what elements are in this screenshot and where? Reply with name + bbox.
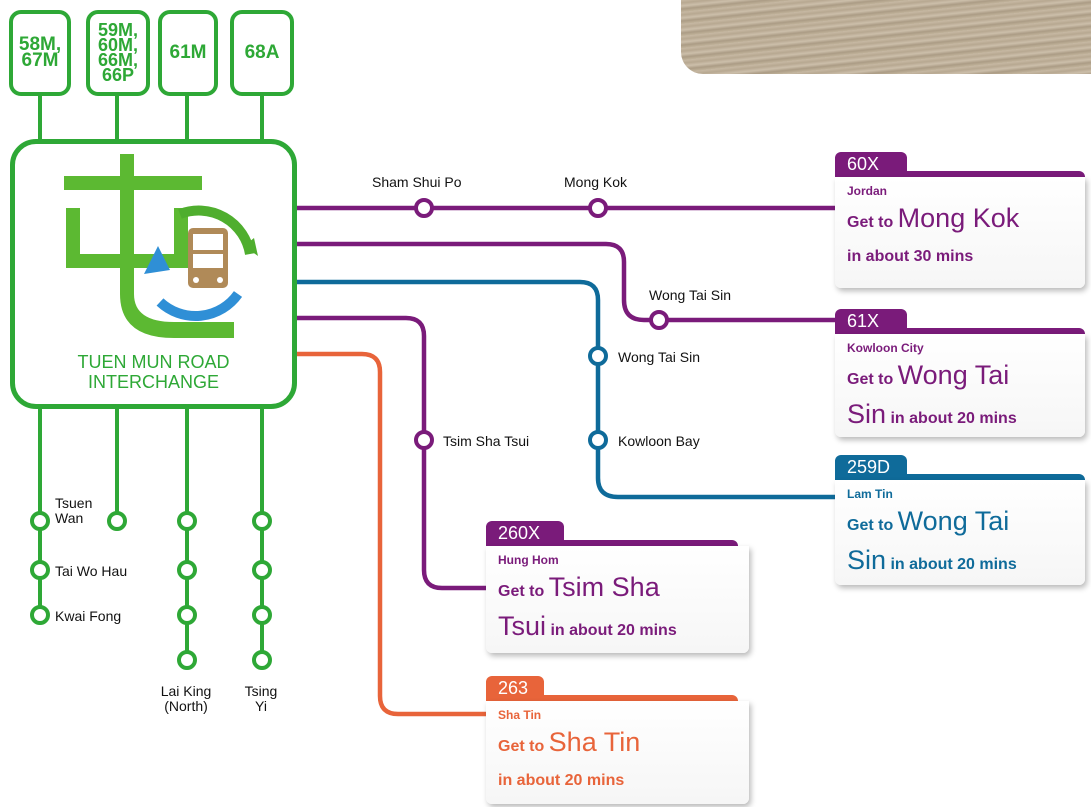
get-to-label: Get to xyxy=(847,214,893,231)
route-target: Sha Tin xyxy=(549,727,641,757)
stop-label-tai-wo-hau: Tai Wo Hau xyxy=(55,563,127,579)
get-to-label: Get to xyxy=(498,738,544,755)
stop-tsim-sha-tsui xyxy=(416,432,432,448)
stop-lai-king xyxy=(179,652,195,668)
route-target-cont: Sin xyxy=(847,545,886,575)
route-time: in about 20 mins xyxy=(498,772,624,789)
route-destination: Jordan xyxy=(847,184,887,198)
route-target-cont: Sin xyxy=(847,399,886,429)
route-destination: Kowloon City xyxy=(847,341,924,355)
get-to-label: Get to xyxy=(847,371,893,388)
stop-label-wong-tai-sin-61x: Wong Tai Sin xyxy=(649,287,731,303)
feeder-lines-top xyxy=(40,96,262,141)
stop-kwai-fong-a xyxy=(32,607,48,623)
card-body: Jordan Get to Mong Kok in about 30 mins xyxy=(835,177,1085,288)
feeder-box-61m: 61M xyxy=(158,10,218,96)
stop-label-tsuen-wan: Tsuen Wan xyxy=(55,496,92,526)
card-body: Sha Tin Get to Sha Tin in about 20 mins xyxy=(486,701,749,804)
stop-wong-tai-sin-259d xyxy=(590,348,606,364)
get-to-label: Get to xyxy=(847,517,893,534)
route-destination: Sha Tin xyxy=(498,708,541,722)
route-time: in about 20 mins xyxy=(550,622,676,639)
feeder-route-label: 68A xyxy=(245,45,280,61)
interchange-hub: TUEN MUN ROAD INTERCHANGE xyxy=(10,139,297,409)
stop-label-kwai-fong: Kwai Fong xyxy=(55,608,121,624)
feeder-route-label: 59M, 60M, 66M, 66P xyxy=(98,23,138,83)
stop-tsuen-wan-d xyxy=(254,513,270,529)
route-destination: Lam Tin xyxy=(847,487,893,501)
feeder-box-58m-67m: 58M, 67M xyxy=(9,10,71,96)
stop-tai-wo-hau-a xyxy=(32,562,48,578)
stop-kowloon-bay xyxy=(590,432,606,448)
card-body: Kowloon City Get to Wong Tai Sin in abou… xyxy=(835,334,1085,437)
route-card-61x[interactable]: 61X Kowloon City Get to Wong Tai Sin in … xyxy=(835,309,1085,437)
stop-tsuen-wan-c xyxy=(179,513,195,529)
stop-label-tsim-sha-tsui: Tsim Sha Tsui xyxy=(443,433,529,449)
stop-label-lai-king: Lai King (North) xyxy=(155,684,217,714)
feeder-box-59m-60m-66m-66p: 59M, 60M, 66M, 66P xyxy=(86,10,150,96)
line-260x xyxy=(297,318,490,588)
route-time: in about 20 mins xyxy=(890,556,1016,573)
stop-label-kowloon-bay: Kowloon Bay xyxy=(618,433,700,449)
stop-label-tsing-yi: Tsing Yi xyxy=(234,684,288,714)
bus-interchange-logo-icon xyxy=(60,154,260,344)
stop-tai-wo-hau-d xyxy=(254,562,270,578)
stop-label-mong-kok: Mong Kok xyxy=(564,174,627,190)
hub-label: TUEN MUN ROAD INTERCHANGE xyxy=(15,352,292,392)
route-card-60x[interactable]: 60X Jordan Get to Mong Kok in about 30 m… xyxy=(835,152,1085,288)
get-to-label: Get to xyxy=(498,583,544,600)
route-target: Mong Kok xyxy=(898,203,1020,233)
stop-wong-tai-sin-61x xyxy=(651,312,667,328)
route-target: Wong Tai xyxy=(898,360,1010,390)
feeder-route-label: 61M xyxy=(170,45,207,61)
route-card-260x[interactable]: 260X Hung Hom Get to Tsim Sha Tsui in ab… xyxy=(486,521,749,653)
route-card-263[interactable]: 263 Sha Tin Get to Sha Tin in about 20 m… xyxy=(486,676,749,804)
stop-mong-kok xyxy=(590,200,606,216)
route-card-259d[interactable]: 259D Lam Tin Get to Wong Tai Sin in abou… xyxy=(835,455,1085,585)
stop-label-sham-shui-po: Sham Shui Po xyxy=(372,174,462,190)
card-body: Hung Hom Get to Tsim Sha Tsui in about 2… xyxy=(486,546,749,653)
route-time: in about 20 mins xyxy=(890,410,1016,427)
route-message: Get to Mong Kok in about 30 mins xyxy=(847,201,1019,274)
stop-kwai-fong-c xyxy=(179,607,195,623)
stop-tsuen-wan-a xyxy=(32,513,48,529)
feeder-route-label: 58M, 67M xyxy=(19,37,61,69)
stop-kwai-fong-d xyxy=(254,607,270,623)
stop-tai-wo-hau-c xyxy=(179,562,195,578)
stop-label-wong-tai-sin-259d: Wong Tai Sin xyxy=(618,349,700,365)
route-target: Tsim Sha xyxy=(549,572,660,602)
route-target-cont: Tsui xyxy=(498,611,546,641)
route-target: Wong Tai xyxy=(898,506,1010,536)
feeder-box-68a: 68A xyxy=(230,10,294,96)
route-message: Get to Sha Tin in about 20 mins xyxy=(498,725,640,798)
stop-tsuen-wan-b xyxy=(109,513,125,529)
line-263 xyxy=(297,354,490,714)
route-destination: Hung Hom xyxy=(498,553,559,567)
route-message: Get to Wong Tai Sin in about 20 mins xyxy=(847,504,1017,582)
route-message: Get to Wong Tai Sin in about 20 mins xyxy=(847,358,1017,436)
card-body: Lam Tin Get to Wong Tai Sin in about 20 … xyxy=(835,480,1085,585)
route-message: Get to Tsim Sha Tsui in about 20 mins xyxy=(498,570,677,648)
route-time: in about 30 mins xyxy=(847,248,973,265)
stop-sham-shui-po xyxy=(416,200,432,216)
stop-tsing-yi xyxy=(254,652,270,668)
